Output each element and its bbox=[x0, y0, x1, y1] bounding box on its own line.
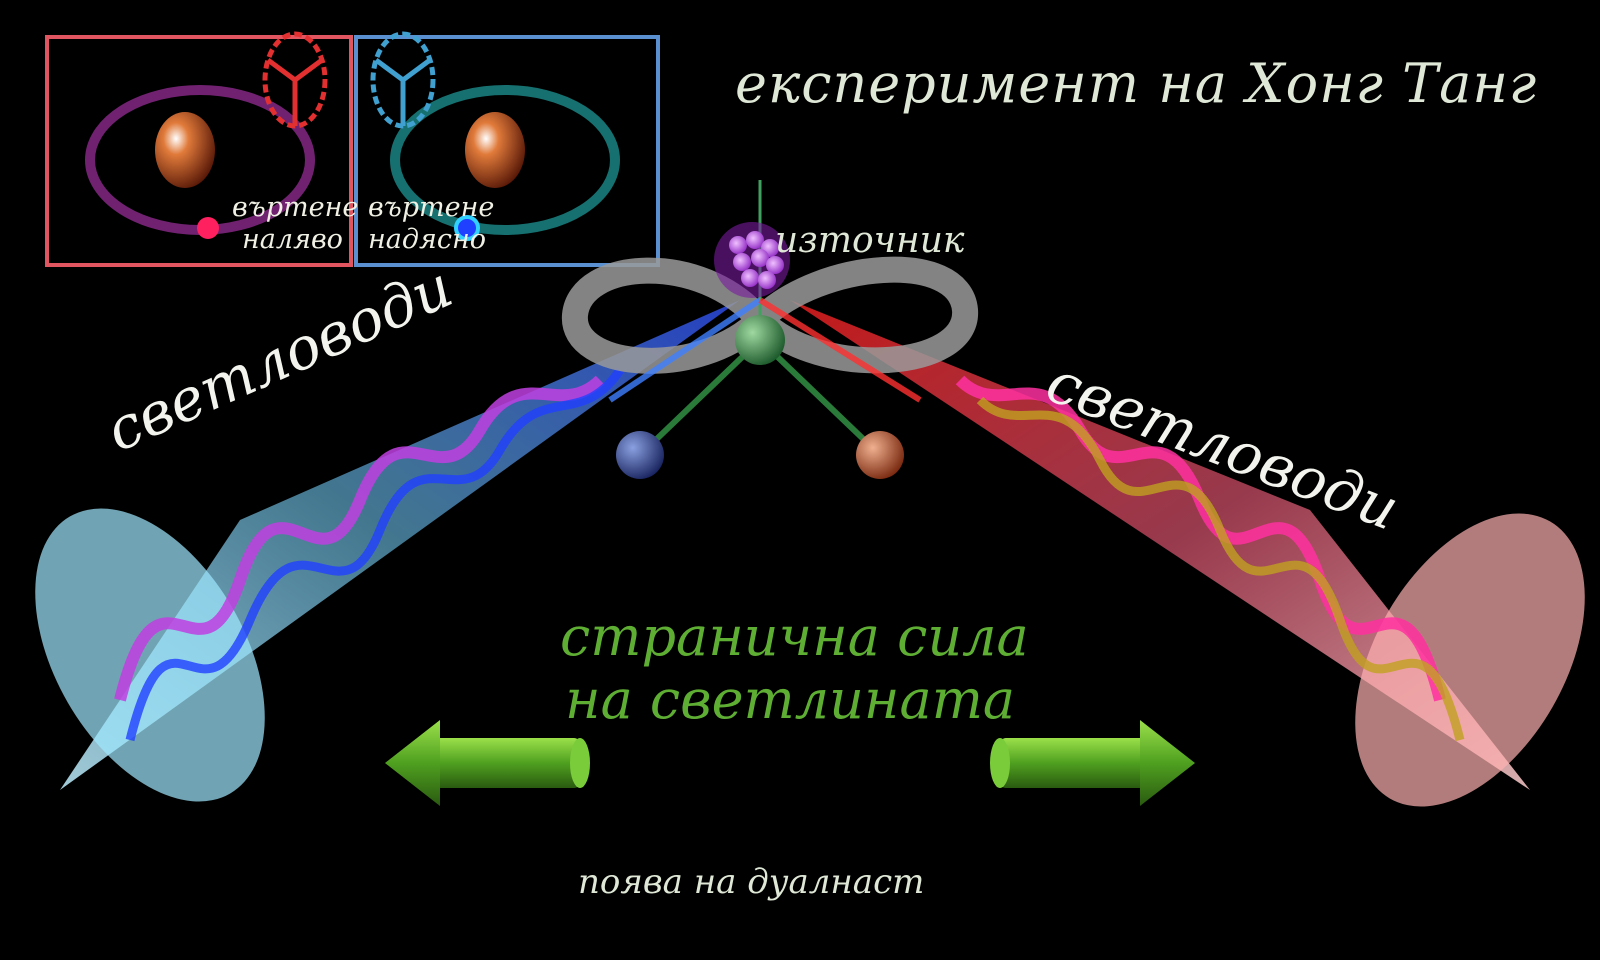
force-label-line2: на светлината bbox=[565, 668, 1016, 731]
force-label-line1: странична сила bbox=[560, 605, 1029, 668]
inset-left-rotation bbox=[45, 31, 353, 267]
page-title: експеримент на Хонг Танг bbox=[735, 52, 1538, 115]
photon-source-cluster-icon bbox=[729, 231, 784, 289]
lightguide-right-cone bbox=[790, 300, 1585, 807]
lightguide-left-cone bbox=[35, 300, 740, 802]
source-label: източник bbox=[775, 220, 965, 261]
inset-left-label-2: наляво bbox=[242, 224, 343, 255]
particle-blue-icon bbox=[454, 215, 480, 241]
inset-right-rotation bbox=[354, 31, 660, 267]
center-node-icon bbox=[735, 315, 785, 365]
particle-red-icon bbox=[197, 217, 219, 239]
proton-icon bbox=[155, 112, 215, 188]
footer-caption: поява на дуалнаст bbox=[578, 862, 925, 902]
inset-right-label-2: надясно bbox=[368, 224, 487, 255]
arrow-right-icon bbox=[990, 720, 1195, 806]
source-apparatus bbox=[562, 180, 978, 479]
red-node-icon bbox=[856, 431, 904, 479]
arrow-left-icon bbox=[385, 720, 590, 806]
inset-left-label-1: въртене bbox=[232, 192, 359, 223]
blue-node-icon bbox=[616, 431, 664, 479]
proton-icon bbox=[465, 112, 525, 188]
inset-right-label-1: въртене bbox=[368, 192, 495, 223]
